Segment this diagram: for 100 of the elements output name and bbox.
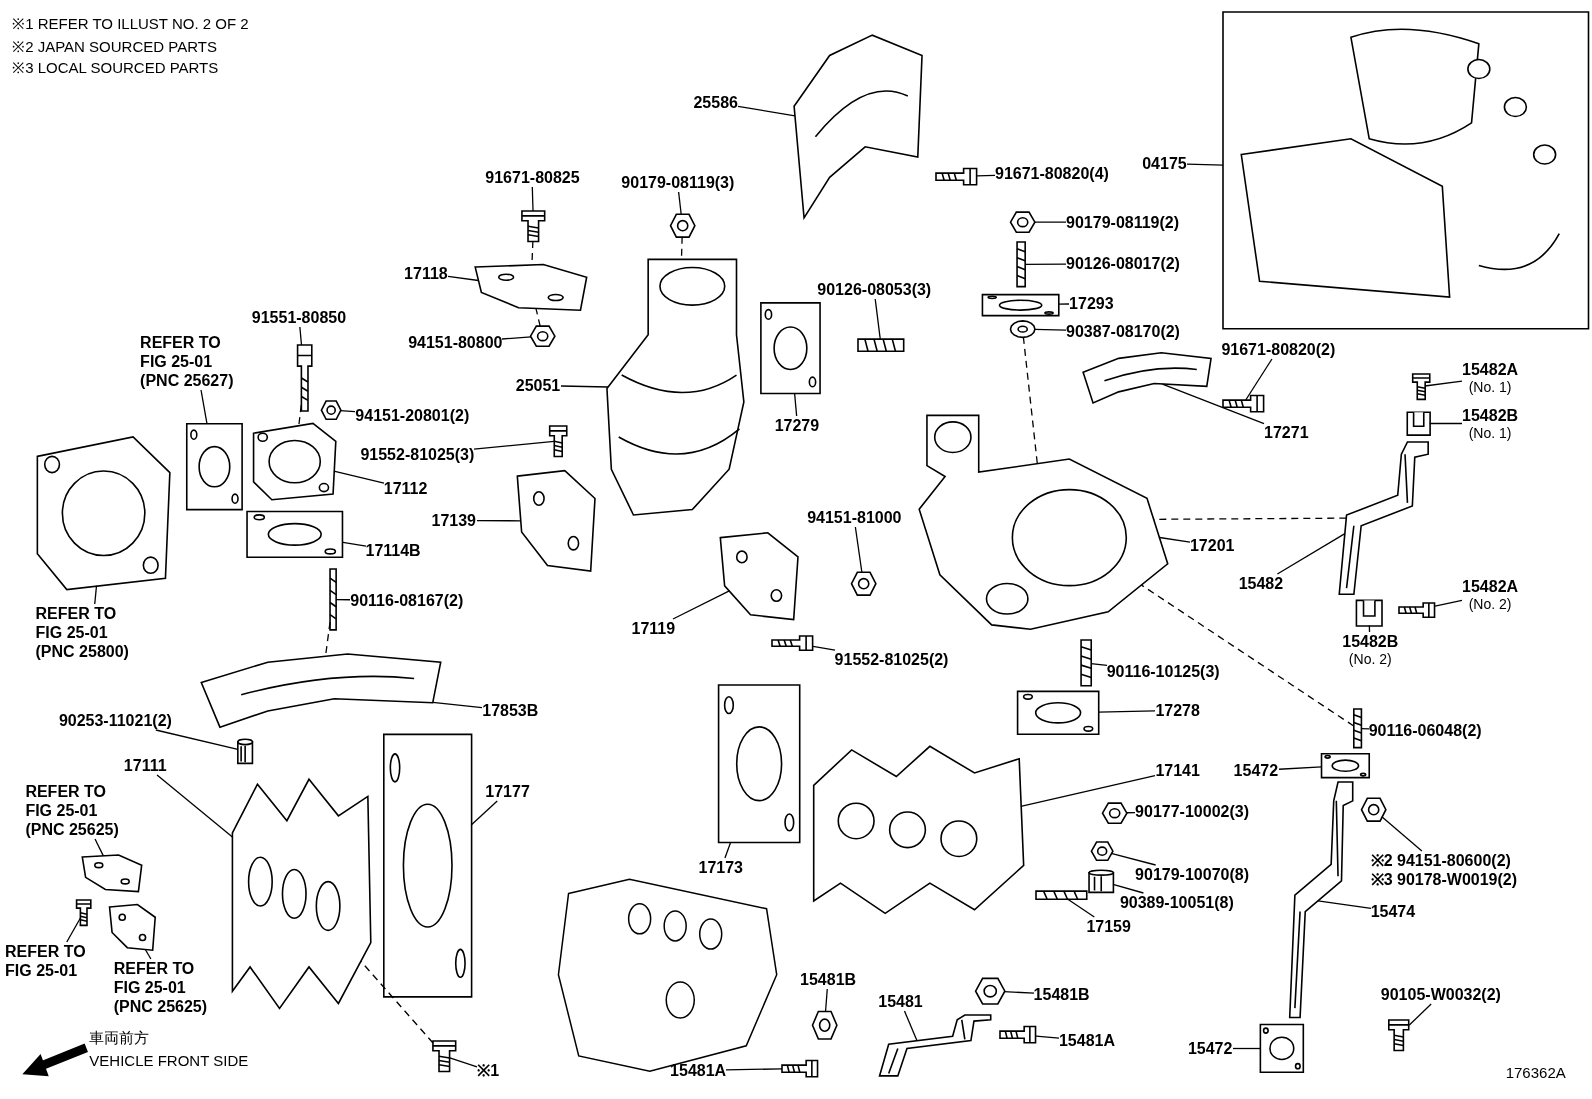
nut-drawing	[320, 400, 342, 421]
part-number: 17112	[383, 479, 428, 499]
part-number: REFER TO FIG 25-01 (PNC 25625)	[113, 959, 221, 1017]
leader-line	[1381, 816, 1423, 852]
leader-line	[976, 174, 996, 177]
part-number: 90116-08167(2)	[350, 590, 464, 610]
nut-drawing	[974, 976, 1006, 1006]
assembly-line	[535, 307, 541, 327]
leader-line	[724, 842, 732, 859]
leader-line	[1434, 599, 1463, 607]
leader-line	[339, 410, 356, 413]
leader-line	[432, 701, 483, 709]
assembly-line	[298, 404, 302, 427]
leader-line	[1110, 852, 1157, 866]
part-number: 25586	[693, 93, 738, 113]
illustration-number: 176362A	[1505, 1064, 1566, 1083]
leader-line	[1066, 898, 1095, 918]
part-number: 91552-81025(3)	[360, 444, 475, 464]
part-number: 17177	[485, 781, 530, 801]
part-number: 17173	[698, 857, 743, 877]
part-number: REFER TO FIG 25-01 (PNC 25625)	[25, 781, 138, 839]
leader-line	[531, 186, 534, 212]
sleeve-drawing	[1086, 870, 1117, 893]
direction-note: VEHICLE FRONT SIDE	[89, 1051, 249, 1070]
part-number: 15481	[878, 991, 923, 1011]
nut-drawing	[1360, 797, 1386, 823]
leader-line	[66, 917, 81, 943]
leader-line	[854, 526, 863, 573]
part-number: 15472	[1233, 761, 1279, 781]
nut-drawing	[812, 1010, 838, 1041]
part-number: ※1	[477, 1061, 500, 1080]
part-number: 15474	[1370, 901, 1416, 921]
leader-line	[793, 392, 798, 417]
part-number: 90105-W0032(2)	[1380, 984, 1501, 1004]
part-number: 17271	[1264, 423, 1309, 443]
part-number: 91551-80850	[251, 307, 347, 327]
bracket-drawing	[106, 901, 158, 953]
part-number: REFER TO FIG 25-01 (PNC 25800)	[35, 604, 148, 662]
part-number: 94151-80800	[408, 333, 503, 352]
leader-line	[1035, 1035, 1060, 1039]
part-number: 94151-81000	[807, 507, 902, 527]
leader-line	[824, 988, 828, 1013]
part-number: 94151-20801(2)	[355, 406, 470, 426]
nut-drawing	[670, 213, 696, 239]
part-number: 90177-10002(3)	[1135, 802, 1249, 822]
part-number: 17159	[1086, 916, 1131, 936]
part-note: ※3 90178-W0019(2)	[1370, 869, 1518, 889]
nut-drawing	[530, 324, 556, 348]
part-number: 90389-10051(8)	[1119, 893, 1234, 913]
part-number: 17201	[1189, 536, 1235, 556]
gasket-drawing	[1015, 690, 1102, 737]
leader-line	[333, 470, 385, 484]
leader-line	[1245, 358, 1273, 401]
part-number: 90126-08017(2)	[1066, 253, 1180, 273]
clip-drawing	[1406, 411, 1432, 437]
part-number: REFER TO FIG 25-01 (PNC 25627)	[140, 333, 252, 390]
part-number: 15472	[1187, 1038, 1233, 1058]
part-number: 90253-11021(2)	[58, 710, 172, 730]
part-note: (No. 2)	[1467, 595, 1513, 612]
part-number: 17118	[404, 263, 448, 283]
leader-line	[1317, 900, 1372, 909]
part-number: 90387-08170(2)	[1066, 321, 1180, 341]
part-number: 17141	[1155, 761, 1200, 781]
footnote: ※1 REFER TO ILLUST NO. 2 OF 2	[12, 15, 249, 34]
leader-line	[473, 440, 555, 450]
part-number: 15482	[1238, 573, 1284, 593]
leader-line	[501, 336, 532, 340]
part-number: ※2 94151-80600(2)	[1370, 850, 1512, 870]
sleeve-drawing	[235, 739, 254, 764]
part-number: 17293	[1069, 294, 1114, 314]
part-number: 90126-08053(3)	[817, 280, 932, 300]
clip-drawing	[1355, 599, 1384, 628]
part-number: 15482A	[1462, 360, 1519, 380]
leader-line	[94, 838, 104, 857]
part-note: (No. 2)	[1347, 650, 1393, 667]
part-number: 15482A	[1462, 576, 1519, 596]
nut-drawing	[1101, 802, 1127, 825]
part-number: 90116-06048(2)	[1368, 720, 1482, 740]
part-number: 91671-80820(4)	[995, 164, 1109, 184]
part-number: 25051	[515, 375, 561, 395]
part-number: 04175	[1142, 154, 1187, 174]
part-note: (No. 1)	[1467, 379, 1513, 396]
nut-drawing	[1010, 211, 1036, 234]
part-number: 90179-08119(3)	[621, 172, 735, 192]
leader-line	[874, 298, 881, 340]
direction-note: 車両前方	[89, 1028, 150, 1047]
part-number: 91552-81025(2)	[834, 649, 949, 669]
gasket-drawing	[759, 299, 823, 396]
leader-line	[812, 645, 836, 651]
part-number: 17111	[123, 756, 167, 776]
gasket-drawing	[184, 421, 244, 513]
part-number: 15481A	[670, 1061, 727, 1080]
assembly-inset-drawing	[1223, 12, 1589, 329]
leader-line	[155, 729, 239, 750]
leader-line	[1186, 163, 1224, 166]
leader-line	[1024, 263, 1067, 266]
washer-drawing	[1010, 319, 1036, 339]
leader-line	[299, 326, 303, 346]
part-number: 90179-08119(2)	[1066, 213, 1180, 233]
part-number: 17119	[631, 619, 676, 639]
